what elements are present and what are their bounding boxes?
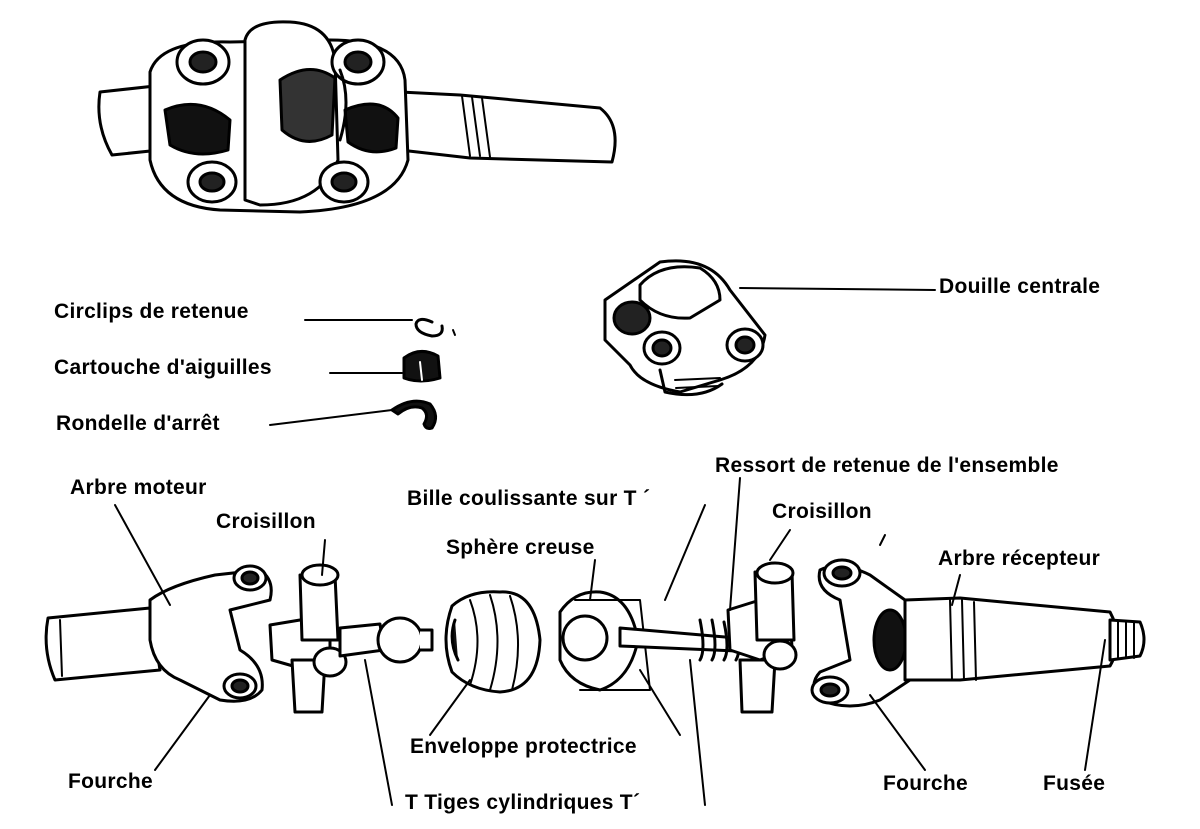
- label-circlips-de-retenue: Circlips de retenue: [54, 300, 249, 323]
- label-bille-text: Bille coulissante sur T: [407, 487, 637, 510]
- label-rondelle-d-arret: Rondelle d'arrêt: [56, 412, 220, 435]
- label-ressort-de-retenue: Ressort de retenue de l'ensemble: [715, 454, 1059, 477]
- label-tiges-mark: ´: [632, 791, 641, 814]
- small-parts-illustration: [390, 317, 456, 430]
- label-tiges-text: T Tiges cylindriques T: [405, 791, 633, 814]
- exploded-parts-illustration: [44, 558, 1146, 714]
- label-sphere-creuse: Sphère creuse: [446, 536, 595, 559]
- label-croisillon-right: Croisillon: [772, 500, 872, 523]
- label-cartouche-d-aiguilles: Cartouche d'aiguilles: [54, 356, 272, 379]
- label-fusee: Fusée: [1043, 772, 1106, 795]
- assembled-joint-illustration: [97, 20, 617, 214]
- label-arbre-moteur: Arbre moteur: [70, 476, 207, 499]
- label-croisillon-left: Croisillon: [216, 510, 316, 533]
- label-douille-centrale: Douille centrale: [939, 275, 1101, 298]
- label-tiges-cylindriques: T Tiges cylindriques T´: [405, 792, 640, 813]
- label-fourche-right: Fourche: [883, 772, 968, 795]
- douille-centrale-illustration: [603, 259, 767, 397]
- label-fourche-left: Fourche: [68, 770, 153, 793]
- label-enveloppe-protectrice: Enveloppe protectrice: [410, 735, 637, 758]
- label-arbre-recepteur: Arbre récepteur: [938, 547, 1101, 570]
- label-bille-mark: ´: [642, 487, 651, 510]
- label-bille-coulissante: Bille coulissante sur T ´: [407, 488, 650, 509]
- leader-lines: [114, 287, 1106, 806]
